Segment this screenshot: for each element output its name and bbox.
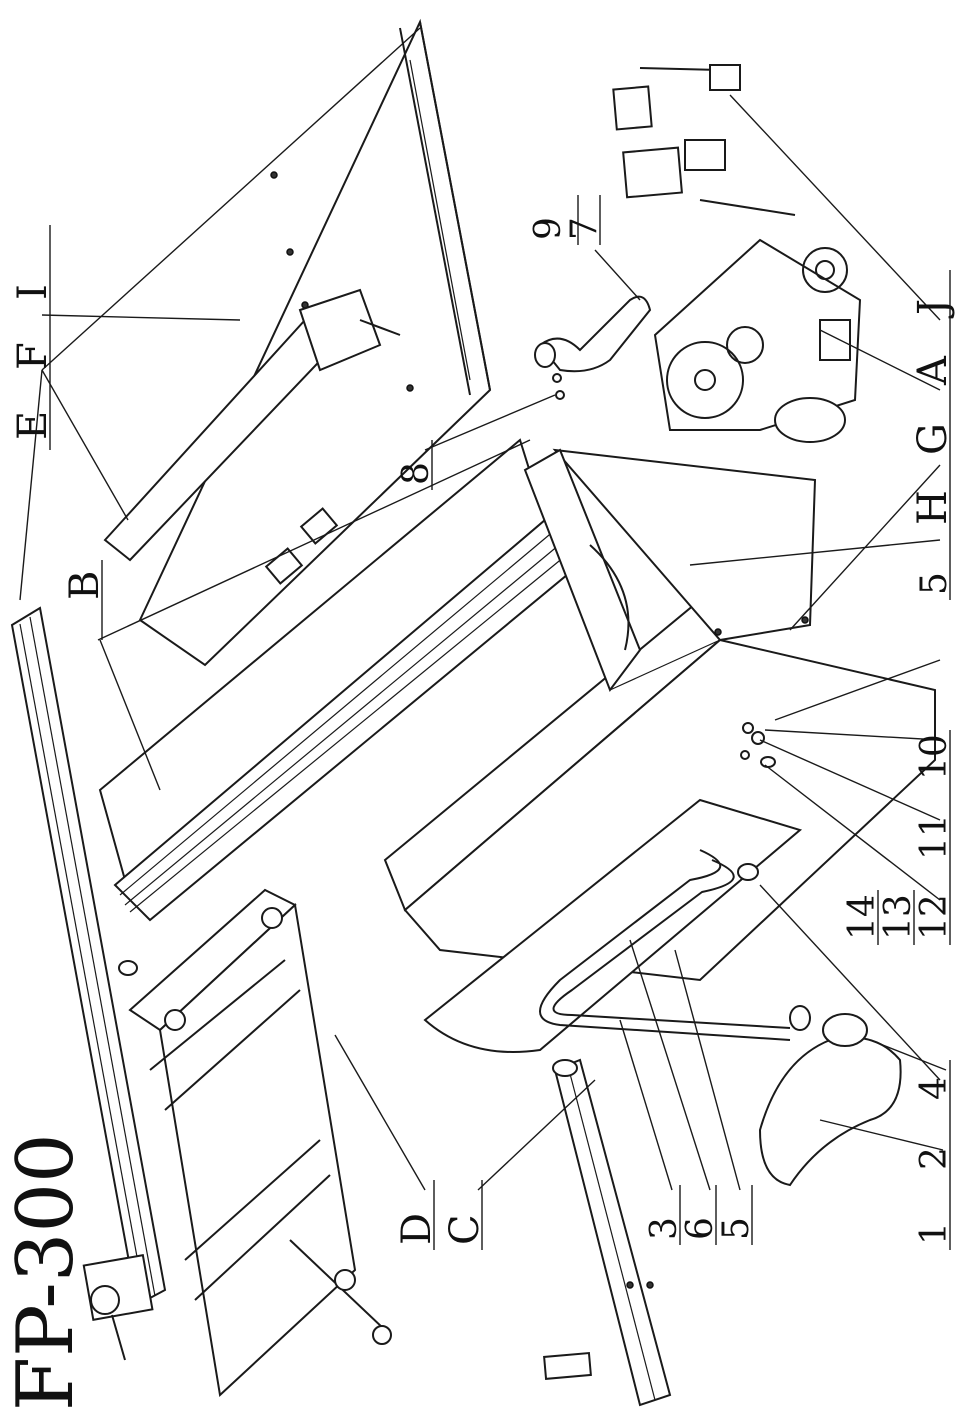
saw-unit-part xyxy=(653,238,862,443)
label-14: 14 xyxy=(842,894,883,940)
stand-frame-part xyxy=(118,888,392,1397)
label-8: 8 xyxy=(396,462,437,485)
label-4: 4 xyxy=(914,1077,955,1100)
label-E: E xyxy=(10,411,56,440)
label-F: F xyxy=(10,342,56,370)
label-3: 3 xyxy=(644,1217,685,1240)
label-C: C xyxy=(442,1214,488,1245)
label-11: 11 xyxy=(914,814,955,860)
label-10: 10 xyxy=(914,734,955,780)
label-5b: 5 xyxy=(716,1217,757,1240)
arm-part xyxy=(534,295,652,400)
main-table-part xyxy=(98,438,587,922)
label-6: 6 xyxy=(680,1217,721,1240)
leader-lines xyxy=(19,27,947,1191)
support-beam-part xyxy=(543,1058,672,1407)
label-13: 13 xyxy=(878,894,919,940)
label-9: 9 xyxy=(528,217,569,240)
title-label: FP-300 xyxy=(1,1133,91,1411)
label-1: 1 xyxy=(914,1222,955,1245)
label-7: 7 xyxy=(564,217,605,240)
label-H: H xyxy=(910,490,956,525)
support-plate-part xyxy=(423,798,811,1053)
motor-group-part xyxy=(612,64,796,216)
label-A: A xyxy=(910,355,956,386)
label-J: J xyxy=(910,299,956,319)
label-I: I xyxy=(10,284,56,300)
dust-bag-part xyxy=(758,1013,902,1187)
cabinet-body-part xyxy=(383,448,936,982)
label-underlines xyxy=(49,195,951,1250)
label-2: 2 xyxy=(914,1147,955,1170)
sliding-fence-part xyxy=(103,288,401,585)
label-G: G xyxy=(910,423,956,455)
label-5a: 5 xyxy=(914,572,955,595)
fence-rail-part xyxy=(10,606,167,1361)
label-B: B xyxy=(62,571,108,600)
label-12: 12 xyxy=(914,894,955,940)
label-D: D xyxy=(394,1213,440,1245)
